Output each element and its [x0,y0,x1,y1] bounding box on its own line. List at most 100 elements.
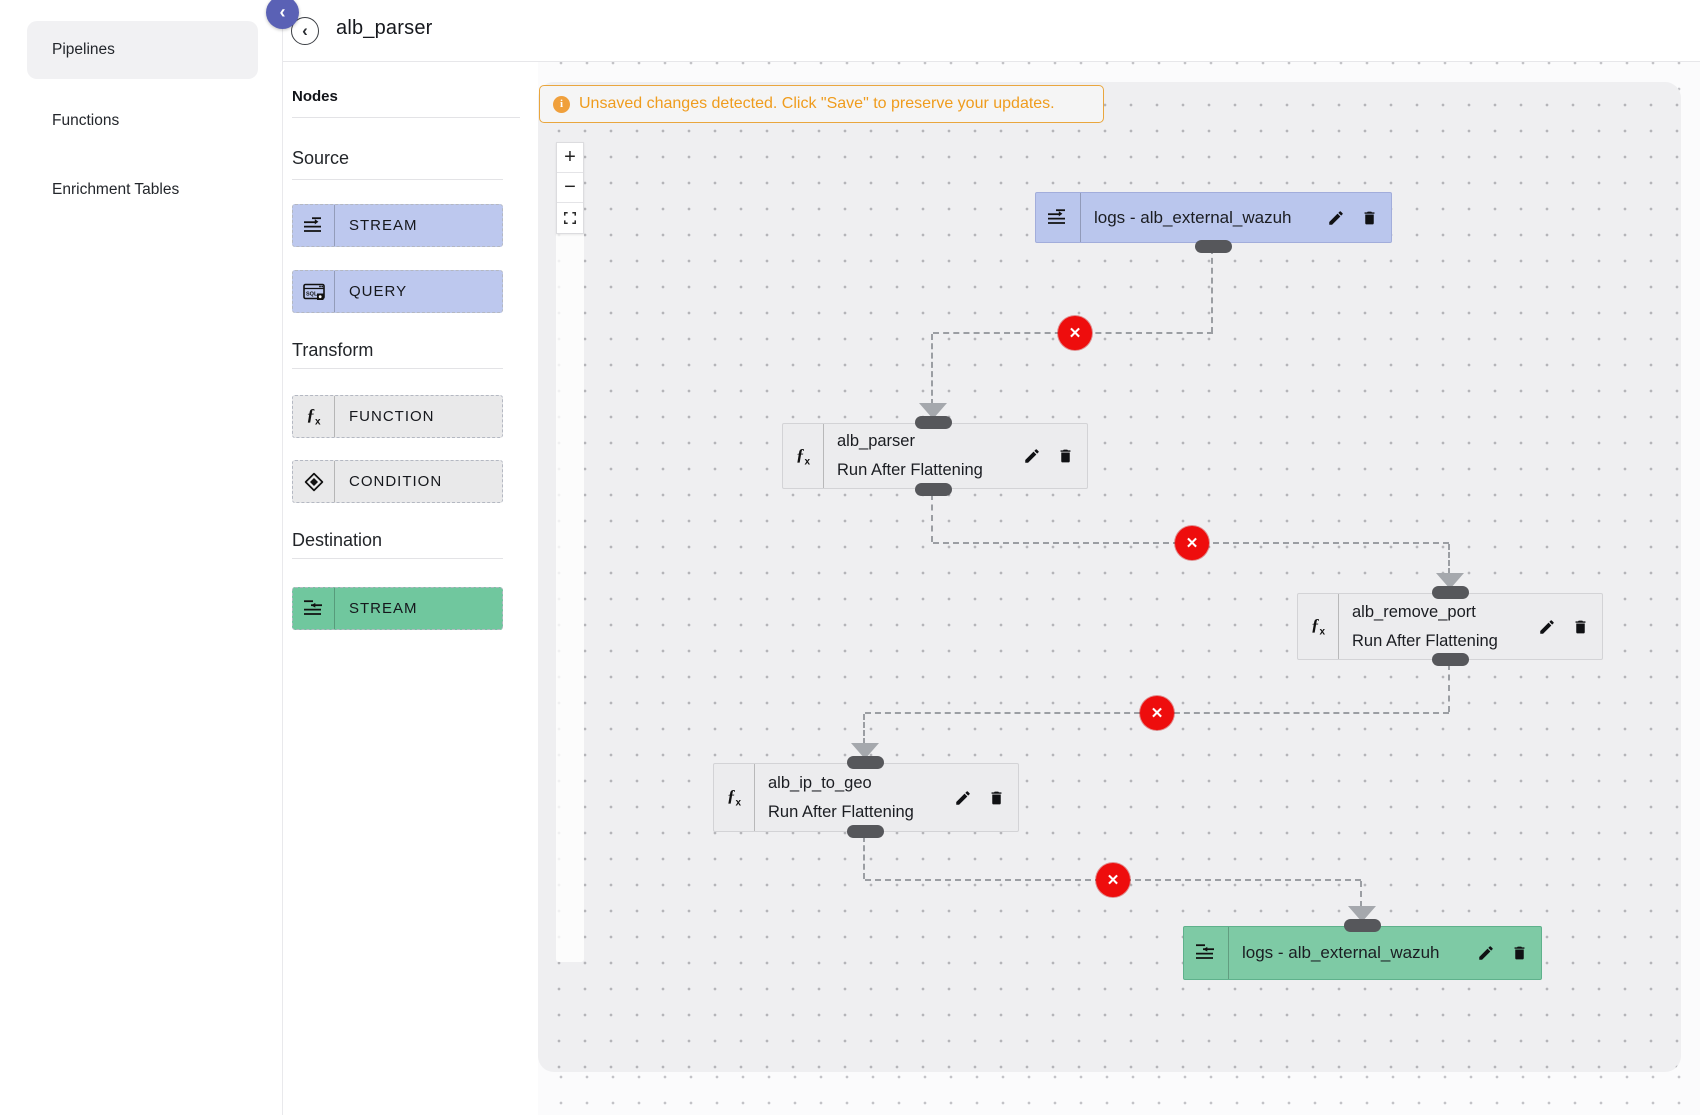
divider [292,117,520,118]
delete-edge-button[interactable]: ✕ [1140,696,1174,730]
flow-canvas[interactable] [538,82,1681,1072]
nodes-panel: Nodes Source STREAM SQL [284,62,538,1115]
node-sublabel: Run After Flattening [837,461,983,479]
condition-diamond-icon [293,461,335,502]
controls-track [556,142,584,962]
canvas-controls: + − [556,142,584,234]
edit-node-button[interactable] [1023,447,1041,465]
node-input-handle[interactable] [1432,586,1469,599]
palette-button-label: STREAM [349,600,418,617]
edge-arrow-icon [851,743,879,759]
palette-stream-destination-button[interactable]: STREAM [292,587,503,630]
delete-node-button[interactable] [1572,618,1589,636]
stream-out-icon [1184,927,1229,979]
edge-arrow-icon [919,403,947,419]
delete-edge-button[interactable]: ✕ [1096,863,1130,897]
palette-button-label: STREAM [349,217,418,234]
info-icon: i [553,95,570,113]
fx-icon: ƒx [1298,594,1339,659]
node-stream-source[interactable]: logs - alb_external_wazuh [1035,192,1392,243]
node-function-alb-ip-to-geo[interactable]: ƒx alb_ip_to_geo Run After Flattening [713,763,1019,832]
node-label: alb_parser [837,432,915,450]
section-label-source: Source [292,148,350,168]
node-label: logs - alb_external_wazuh [1242,943,1440,962]
node-function-alb-parser[interactable]: ƒx alb_parser Run After Flattening [782,423,1088,489]
node-output-handle[interactable] [915,483,952,496]
edit-node-button[interactable] [1538,618,1556,636]
edge-arrow-icon [1436,573,1464,589]
nodes-panel-title: Nodes [292,88,338,105]
section-label-transform: Transform [292,340,374,360]
node-sublabel: Run After Flattening [1352,631,1498,650]
zoom-in-button[interactable]: + [557,143,583,173]
edge-segment [1448,664,1450,712]
palette-function-button[interactable]: ƒx FUNCTION [292,395,503,438]
node-label: logs - alb_external_wazuh [1094,207,1292,227]
node-input-handle[interactable] [1344,919,1381,932]
sidebar-item-label: Enrichment Tables [52,181,180,198]
fx-icon: ƒx [714,764,755,831]
palette-button-label: QUERY [349,283,408,300]
close-icon: ✕ [1150,705,1164,722]
node-output-handle[interactable] [1195,240,1232,253]
edge-segment [931,494,933,542]
stream-out-icon [293,588,335,629]
divider [292,368,503,369]
header: ‹ alb_parser [283,0,1700,62]
chevron-left-icon: ‹ [302,21,308,40]
delete-edge-button[interactable]: ✕ [1175,526,1209,560]
node-label: alb_remove_port [1352,602,1476,621]
section-label-destination: Destination [292,530,383,550]
edge-segment [1448,544,1450,574]
node-output-handle[interactable] [1432,653,1469,666]
edge-arrow-icon [1348,906,1376,922]
edit-node-button[interactable] [954,789,972,807]
banner-message: Unsaved changes detected. Click "Save" t… [579,95,1055,112]
edge-segment [863,836,865,879]
palette-query-button[interactable]: SQL QUERY [292,270,503,313]
close-icon: ✕ [1185,535,1199,552]
close-icon: ✕ [1106,872,1120,889]
node-input-handle[interactable] [915,416,952,429]
node-function-alb-remove-port[interactable]: ƒx alb_remove_port Run After Flattening [1297,593,1603,660]
sidebar-item-pipelines[interactable]: Pipelines [27,21,258,79]
delete-node-button[interactable] [1361,209,1378,227]
delete-edge-button[interactable]: ✕ [1058,316,1092,350]
svg-text:SQL: SQL [306,291,318,297]
delete-node-button[interactable] [988,789,1005,807]
fullscreen-icon [563,211,577,225]
close-icon: ✕ [1068,325,1082,342]
edge-segment [931,334,933,405]
chevron-left-icon: ‹ [279,2,286,22]
unsaved-changes-banner: i Unsaved changes detected. Click "Save"… [539,85,1104,123]
node-label: alb_ip_to_geo [768,773,872,792]
stream-in-icon [1036,193,1081,242]
palette-button-label: CONDITION [349,473,443,490]
delete-node-button[interactable] [1511,944,1528,962]
sidebar-item-label: Pipelines [52,41,115,58]
fx-icon: ƒx [783,424,824,488]
sidebar: Pipelines Functions Enrichment Tables [0,0,283,1115]
node-stream-destination[interactable]: logs - alb_external_wazuh [1183,926,1542,980]
sidebar-collapse-button[interactable]: ‹ [266,0,299,29]
edit-node-button[interactable] [1327,209,1345,227]
edge-segment [863,714,865,744]
sidebar-item-label: Functions [52,112,120,129]
palette-stream-source-button[interactable]: STREAM [292,204,503,247]
palette-button-label: FUNCTION [349,408,435,425]
sql-query-icon: SQL [293,271,335,312]
palette-condition-button[interactable]: CONDITION [292,460,503,503]
node-output-handle[interactable] [847,825,884,838]
node-sublabel: Run After Flattening [768,802,914,821]
sidebar-item-enrichment-tables[interactable]: Enrichment Tables [27,161,258,219]
page-title: alb_parser [336,17,433,39]
node-input-handle[interactable] [847,756,884,769]
delete-node-button[interactable] [1057,447,1074,465]
edit-node-button[interactable] [1477,944,1495,962]
zoom-out-button[interactable]: − [557,173,583,203]
sidebar-item-functions[interactable]: Functions [27,92,258,150]
edge-segment [1360,881,1362,907]
fit-view-button[interactable] [557,203,583,233]
divider [292,179,503,180]
